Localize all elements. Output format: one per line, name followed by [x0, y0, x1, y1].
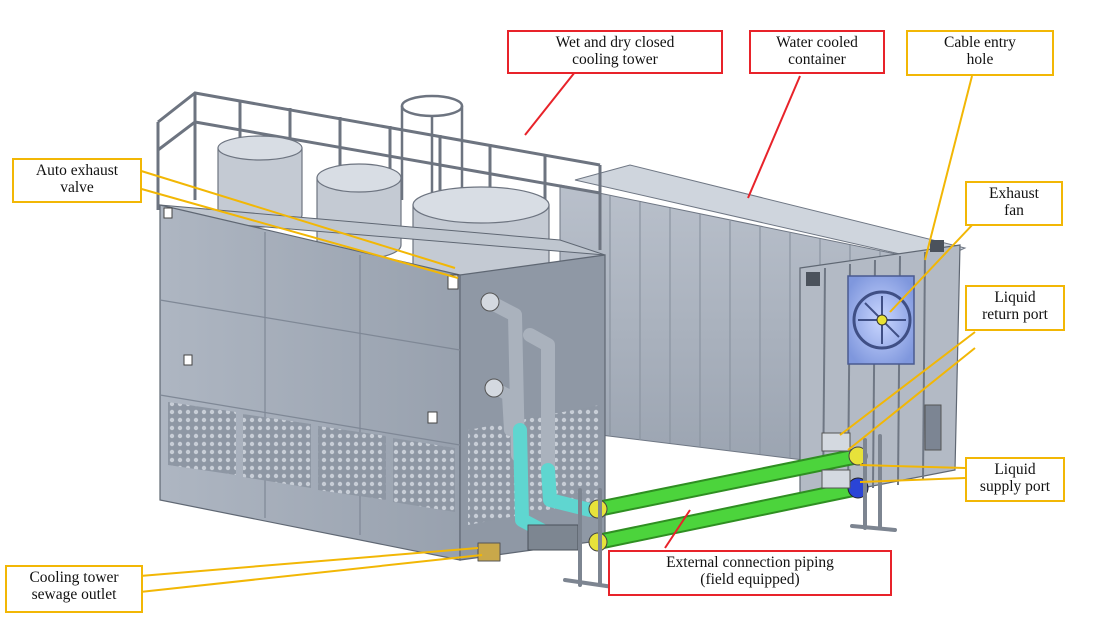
label-cable-entry-line2: hole	[966, 51, 994, 68]
label-container-line2: container	[788, 51, 846, 68]
label-liquid-return-line2: return port	[982, 306, 1048, 323]
cooling-tower	[156, 91, 606, 561]
label-cooling-tower: Wet and dry closed cooling tower	[507, 30, 723, 74]
label-sewage-outlet-line1: Cooling tower	[29, 569, 119, 586]
label-auto-exhaust-line2: valve	[60, 179, 94, 196]
label-auto-exhaust-line1: Auto exhaust	[35, 162, 119, 179]
water-cooled-container	[559, 164, 967, 501]
callout-leaders	[137, 71, 976, 593]
label-exhaust-fan-line2: fan	[1004, 202, 1024, 219]
label-cooling-tower-sewage-outlet: Cooling tower sewage outlet	[5, 565, 143, 613]
label-auto-exhaust-valve: Auto exhaust valve	[12, 158, 142, 203]
label-liquid-supply-line1: Liquid	[994, 461, 1036, 478]
label-external-piping: External connection piping (field equipp…	[608, 550, 892, 596]
label-water-cooled-container: Water cooled container	[749, 30, 885, 74]
label-cooling-tower-line1: Wet and dry closed	[555, 34, 675, 51]
label-cable-entry-hole: Cable entry hole	[906, 30, 1054, 76]
tower-piping	[477, 292, 597, 562]
label-liquid-return-port: Liquid return port	[965, 285, 1065, 331]
label-liquid-return-line1: Liquid	[994, 289, 1036, 306]
label-sewage-outlet-line2: sewage outlet	[31, 586, 117, 603]
label-external-piping-line2: (field equipped)	[700, 571, 800, 588]
exhaust-fan	[847, 275, 915, 365]
label-external-piping-line1: External connection piping	[666, 554, 834, 571]
external-piping	[563, 432, 897, 590]
label-cable-entry-line1: Cable entry	[944, 34, 1016, 51]
label-exhaust-fan-line1: Exhaust	[989, 185, 1039, 202]
label-liquid-supply-port: Liquid supply port	[965, 457, 1065, 502]
label-container-line1: Water cooled	[776, 34, 858, 51]
label-liquid-supply-line2: supply port	[979, 478, 1051, 495]
label-cooling-tower-line2: cooling tower	[572, 51, 658, 68]
label-exhaust-fan: Exhaust fan	[965, 181, 1063, 226]
cable-entry-hole	[806, 272, 820, 286]
